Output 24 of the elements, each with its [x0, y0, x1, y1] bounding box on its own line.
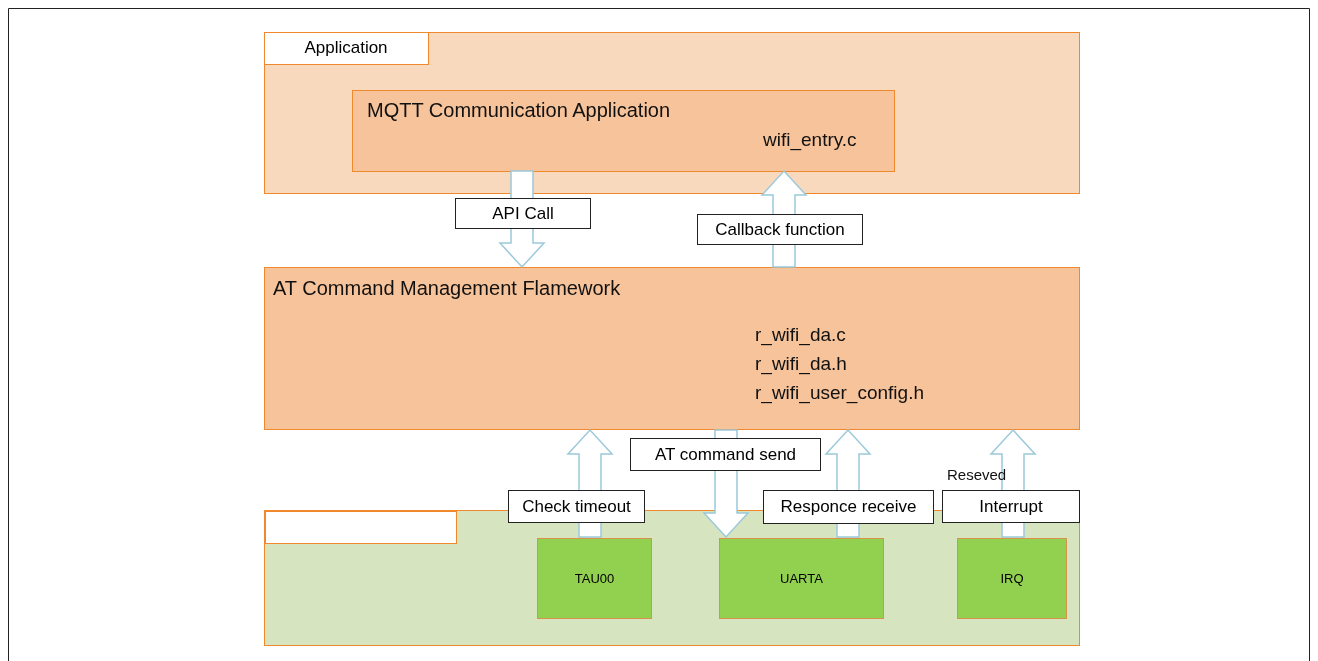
module-title: AT Command Management Flamework [273, 277, 621, 300]
block-label: TAU00 [574, 571, 615, 586]
file-name: r_wifi_da.h [755, 353, 847, 375]
peripheral-block [957, 538, 1067, 619]
file-name: r_wifi_da.c [755, 324, 846, 346]
note-text: Reseved [947, 466, 1007, 483]
module-box [352, 90, 895, 172]
layer-label: Application [263, 31, 429, 65]
block-label: UARTA [780, 571, 823, 586]
edge-label: Callback function [697, 214, 863, 245]
module-title: MQTT Communication Application [367, 99, 671, 122]
layer-band [264, 32, 1080, 194]
edge-label: Interrupt [942, 490, 1080, 523]
edge-label: AT command send [630, 438, 821, 471]
file-name: wifi_entry.c [763, 129, 857, 151]
edge-label: Responce receive [763, 490, 934, 524]
edge-label: Check timeout [508, 490, 645, 523]
edge-label: API Call [455, 198, 591, 229]
module-box [264, 267, 1080, 430]
block-label: IRQ [1000, 571, 1024, 586]
file-name: r_wifi_user_config.h [755, 382, 924, 404]
peripheral-block [719, 538, 884, 619]
peripheral-block [537, 538, 652, 619]
layer-tab [265, 511, 457, 544]
